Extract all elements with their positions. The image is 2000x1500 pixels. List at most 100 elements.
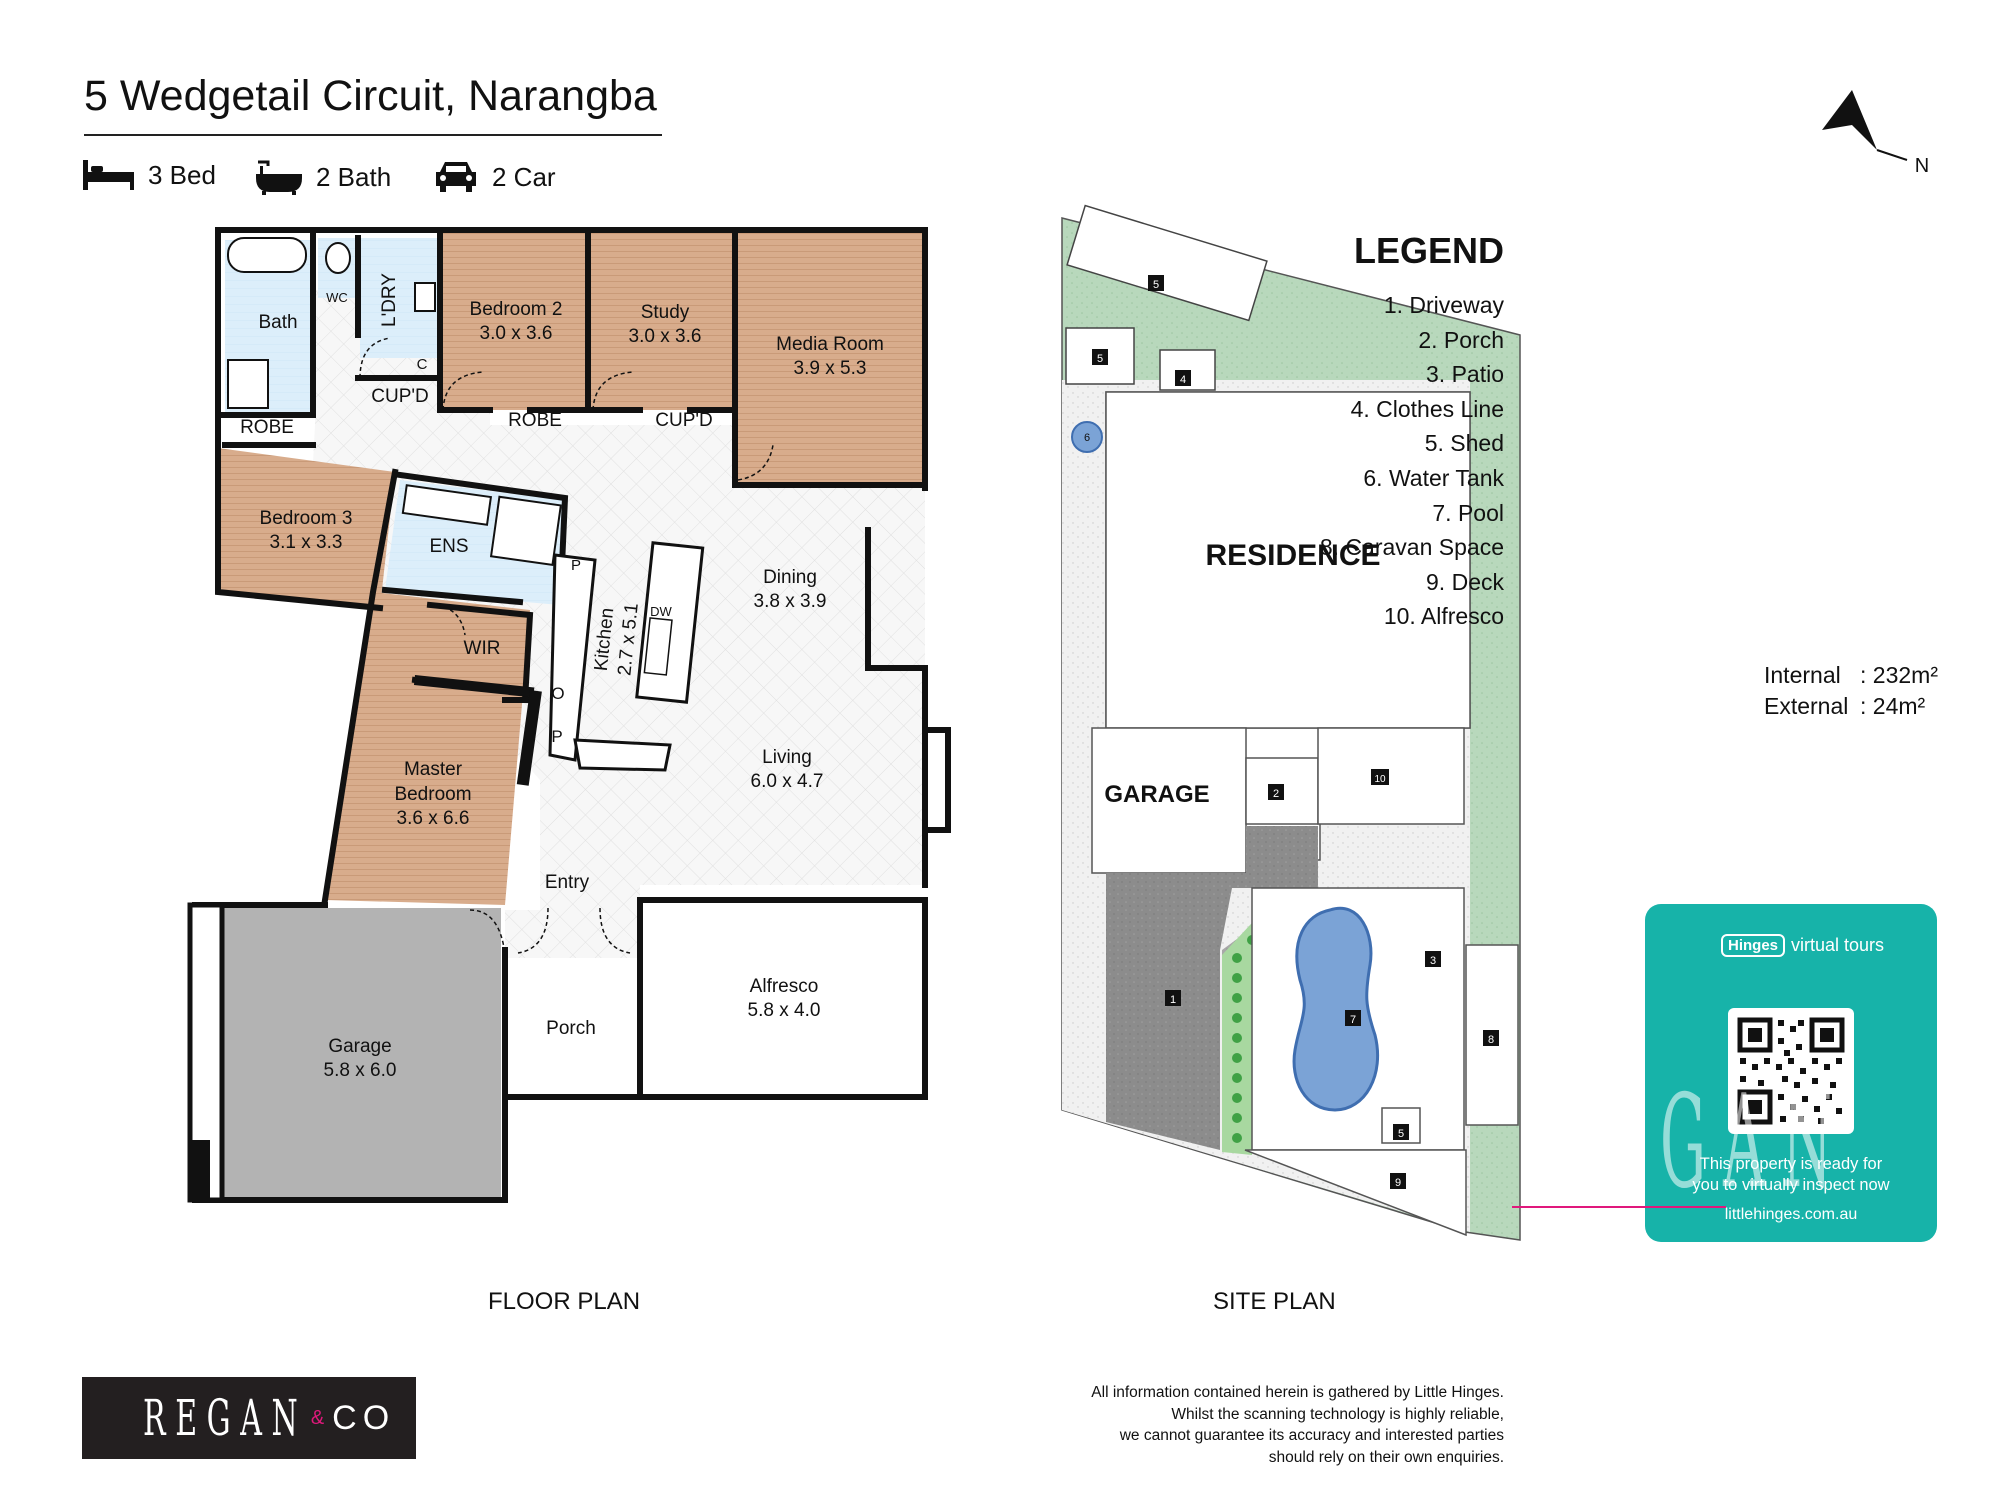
- legend-item: 6. Water Tank: [1363, 464, 1504, 491]
- room-study-size: 3.0 x 3.6: [629, 326, 702, 347]
- qr-code-icon[interactable]: [1728, 1008, 1854, 1134]
- legend-item: 9. Deck: [1426, 568, 1504, 595]
- marker-4: 4: [1180, 374, 1186, 386]
- watermark-text: GAN: [1660, 1068, 1850, 1217]
- marker-8: 8: [1488, 1034, 1494, 1046]
- spec-car: 2 Car: [432, 158, 556, 196]
- room-alfresco-size: 5.8 x 4.0: [748, 1000, 821, 1021]
- logo-suffix: CO: [332, 1398, 396, 1437]
- room-ensuite: ENS: [429, 536, 468, 557]
- laundry-tub-icon: [414, 282, 436, 312]
- marker-3: 3: [1430, 955, 1436, 967]
- room-master-line2: Bedroom: [394, 784, 471, 805]
- study-floor: [588, 233, 733, 410]
- marker-5c: 5: [1398, 1128, 1404, 1140]
- disclaimer-line: should rely on their own enquiries.: [1268, 1448, 1504, 1466]
- legend-item: 10. Alfresco: [1383, 603, 1504, 630]
- logo-amp: &: [310, 1406, 325, 1429]
- compass-icon: [1822, 90, 1877, 150]
- marker-10: 10: [1374, 774, 1386, 785]
- room-entry: Entry: [545, 872, 590, 893]
- marker-5b: 5: [1097, 353, 1103, 365]
- room-media: Media Room: [776, 334, 884, 355]
- area-internal-label: Internal: [1764, 662, 1841, 688]
- kitchen-island: [635, 541, 705, 704]
- room-dining: Dining: [763, 567, 817, 588]
- media-room-floor: [735, 233, 925, 485]
- room-cupd-2: CUP'D: [655, 410, 712, 431]
- area-external-value: : 24m²: [1860, 693, 1926, 719]
- area-external-label: External: [1764, 693, 1849, 719]
- room-cupd-1: CUP'D: [371, 386, 428, 407]
- little-hinges-logo: Hinges virtual tours: [1721, 934, 1884, 957]
- car-icon: [436, 162, 476, 192]
- water-tank-marker: [1071, 421, 1103, 453]
- virtual-tour-line2: you to virtually inspect now: [1692, 1176, 1890, 1194]
- disclaimer-line: we cannot guarantee its accuracy and int…: [1119, 1427, 1504, 1444]
- room-porch: Porch: [546, 1018, 596, 1039]
- oven-label: O: [551, 684, 564, 703]
- room-dining-size: 3.8 x 3.9: [754, 591, 827, 612]
- legend-item: 7. Pool: [1432, 499, 1504, 526]
- disclaimer-line: Whilst the scanning technology is highly…: [1171, 1405, 1504, 1423]
- site-residence-label: RESIDENCE: [1205, 539, 1380, 572]
- legend-item: 3. Patio: [1426, 361, 1504, 388]
- legend-title: LEGEND: [1353, 230, 1504, 271]
- page-title: 5 Wedgetail Circuit, Narangba: [84, 72, 657, 120]
- legend-item: 5. Shed: [1424, 430, 1504, 457]
- logo-name: REGAN: [142, 1389, 308, 1447]
- room-living: Living: [762, 747, 812, 768]
- spec-bath-label: 2 Bath: [316, 161, 392, 192]
- room-master-size: 3.6 x 6.6: [397, 808, 470, 829]
- legend-item: 1. Driveway: [1383, 292, 1504, 318]
- room-alfresco: Alfresco: [750, 976, 819, 997]
- spec-car-label: 2 Car: [492, 161, 556, 192]
- floor-plan: [187, 227, 951, 1203]
- floor-plan-caption: FLOOR PLAN: [488, 1288, 641, 1315]
- legend-item: 8. Caravan Space: [1319, 534, 1504, 561]
- spec-bath: 2 Bath: [254, 158, 391, 196]
- driveway: [1106, 826, 1318, 1150]
- marker-7: 7: [1350, 1014, 1356, 1026]
- disclaimer-line: All information contained herein is gath…: [1091, 1384, 1504, 1401]
- legend-item: 2. Porch: [1418, 326, 1504, 353]
- bedroom-2-floor: [440, 233, 585, 410]
- toilet-icon: [325, 242, 351, 274]
- spec-bed-label: 3 Bed: [148, 159, 216, 190]
- site-garage-label: GARAGE: [1104, 781, 1209, 808]
- room-bath: Bath: [258, 312, 297, 333]
- room-living-size: 6.0 x 4.7: [751, 771, 824, 792]
- room-bedroom-2-size: 3.0 x 3.6: [480, 323, 553, 344]
- virtual-tour-card[interactable]: Hinges virtual tours Thi: [1645, 904, 1937, 1242]
- site-plan: [1061, 90, 1908, 1241]
- regan-co-logo: REGAN & CO: [82, 1377, 416, 1459]
- site-garage: [1091, 727, 1247, 874]
- room-wir: WIR: [464, 638, 501, 659]
- marker-9: 9: [1395, 1177, 1401, 1189]
- room-robe-2: ROBE: [508, 410, 562, 431]
- shower-icon: [227, 359, 269, 409]
- virtual-tour-url[interactable]: littlehinges.com.au: [1724, 1206, 1858, 1223]
- marker-6: 6: [1084, 432, 1090, 444]
- room-bedroom-3-size: 3.1 x 3.3: [270, 532, 343, 553]
- garage-floor: [218, 908, 501, 1200]
- bath-icon: [256, 160, 302, 195]
- room-media-size: 3.9 x 5.3: [794, 358, 867, 379]
- title-divider: [84, 134, 662, 136]
- bedroom-3-floor: [218, 448, 395, 608]
- legend-list: 1. Driveway 2. Porch 3. Patio 4. Clothes…: [1320, 288, 1504, 634]
- room-study: Study: [641, 302, 690, 323]
- marker-2: 2: [1273, 788, 1279, 800]
- sink-icon: [643, 617, 673, 676]
- accent-line: [1512, 1206, 1726, 1208]
- room-bedroom-3: Bedroom 3: [260, 508, 353, 529]
- area-summary: Internal : 232m² External : 24m²: [1764, 660, 1938, 722]
- disclaimer: All information contained herein is gath…: [944, 1382, 1504, 1468]
- room-c: C: [417, 356, 428, 373]
- hinges-logo-box: Hinges: [1721, 934, 1786, 957]
- bed-icon: [83, 160, 134, 190]
- room-laundry: L'DRY: [379, 273, 400, 327]
- area-external: External : 24m²: [1764, 691, 1938, 722]
- room-pantry-1: P: [571, 557, 581, 574]
